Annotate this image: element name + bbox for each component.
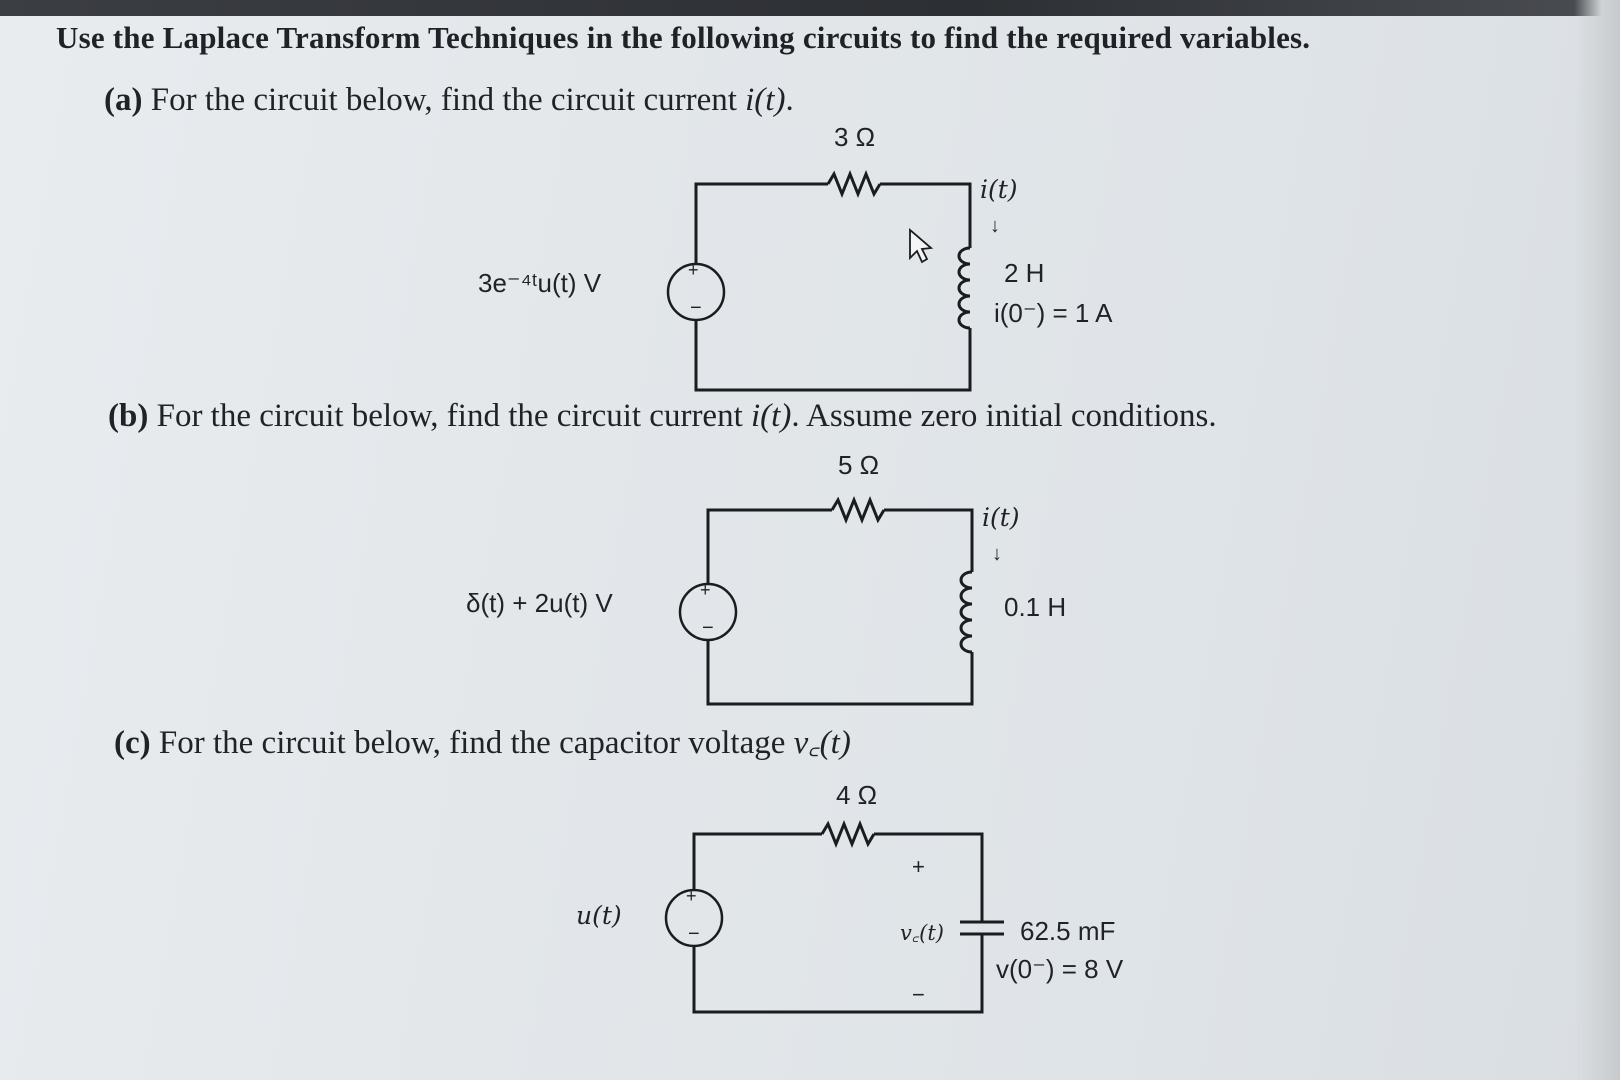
circuit-b-resistor	[830, 495, 886, 525]
circuit-c-wire-top-left	[692, 832, 822, 890]
top-bezel	[0, 0, 1620, 16]
circuit-b-inductor-label: 0.1 H	[1004, 592, 1066, 622]
question-a-tag: (a)	[104, 82, 143, 118]
circuit-a-current-arrow: ↓	[990, 215, 1000, 237]
question-c: (c) For the circuit below, find the capa…	[114, 718, 851, 763]
question-b-variable: i(t)	[751, 398, 792, 434]
circuit-c: + − u(t) 4 Ω + v꜀(t) − 62.5 mF v(0⁻) = 8…	[576, 780, 1124, 1014]
question-a-variable: i(t)	[745, 82, 786, 118]
circuit-b-source-label: δ(t) + 2u(t) V	[466, 588, 613, 618]
circuit-c-cap-plus: +	[912, 854, 925, 879]
circuit-c-source-plus: +	[686, 886, 697, 906]
circuit-a-resistor-label: 3 Ω	[834, 122, 875, 152]
question-b-text: For the circuit below, find the circuit …	[156, 398, 751, 434]
right-edge-shadow	[1574, 0, 1620, 1080]
circuit-b-source-plus: +	[700, 580, 711, 600]
question-c-text: For the circuit below, find the capacito…	[158, 725, 794, 761]
circuit-c-source-label: u(t)	[576, 901, 622, 930]
page-heading: Use the Laplace Transform Techniques in …	[56, 20, 1311, 55]
circuit-a-voltage-source	[666, 262, 726, 322]
circuit-b-resistor-label: 5 Ω	[838, 450, 879, 480]
circuit-a-source-plus: +	[688, 260, 699, 280]
question-b: (b) For the circuit below, find the circ…	[108, 398, 1217, 435]
circuit-c-resistor-label: 4 Ω	[836, 780, 877, 810]
circuit-a-inductor	[957, 246, 971, 330]
circuit-a-wire-top-right	[880, 182, 972, 248]
circuit-b: + − δ(t) + 2u(t) V 5 Ω i(t) ↓ 0.1 H	[466, 450, 1066, 706]
circuit-b-wire-top-right	[884, 508, 974, 572]
circuit-b-current-label: i(t)	[982, 503, 1020, 532]
circuit-b-inductor	[959, 570, 973, 654]
question-b-tag: (b)	[108, 398, 149, 434]
circuit-c-cap-voltage-label: v꜀(t)	[900, 921, 944, 945]
circuit-a-inductor-label: 2 H	[1004, 258, 1044, 288]
circuit-a: + − 3e⁻⁴ᵗu(t) V 3 Ω i(t) ↓ 2 H i(0⁻) = 1…	[478, 122, 1113, 392]
question-c-tag: (c)	[114, 725, 151, 761]
circuit-a-wire-bottom	[694, 320, 972, 392]
circuit-b-current-arrow: ↓	[992, 543, 1002, 565]
circuit-c-wire-bottom	[692, 934, 984, 1014]
circuit-a-resistor	[826, 169, 882, 199]
question-b-end: . Assume zero initial conditions.	[791, 398, 1217, 434]
circuit-b-wire-top-left	[706, 508, 832, 584]
circuit-a-initial-condition: i(0⁻) = 1 A	[994, 298, 1113, 328]
circuit-a-source-label: 3e⁻⁴ᵗu(t) V	[478, 268, 602, 298]
circuit-c-source-minus: −	[688, 923, 700, 945]
circuit-b-source-minus: −	[702, 617, 714, 639]
question-a-end: .	[785, 82, 794, 118]
circuit-b-wire-bottom	[706, 640, 974, 706]
cursor-arrow-icon	[909, 228, 934, 264]
circuit-c-voltage-source	[664, 888, 724, 948]
circuit-c-capacitor-label: 62.5 mF	[1020, 916, 1115, 946]
circuit-b-voltage-source	[678, 582, 738, 642]
question-a-text: For the circuit below, find the circuit …	[150, 82, 746, 118]
circuit-a-source-minus: −	[690, 297, 702, 319]
circuit-c-cap-minus: −	[912, 982, 925, 1007]
circuit-c-wire-top-right	[874, 832, 984, 922]
circuit-a-current-label: i(t)	[980, 175, 1018, 204]
circuit-c-resistor	[820, 819, 876, 849]
circuit-a-wire-top-left	[694, 182, 828, 264]
question-a: (a) For the circuit below, find the circ…	[104, 82, 794, 119]
circuit-c-initial-condition: v(0⁻) = 8 V	[996, 954, 1124, 984]
question-c-variable: v꜀(t)	[793, 725, 851, 761]
